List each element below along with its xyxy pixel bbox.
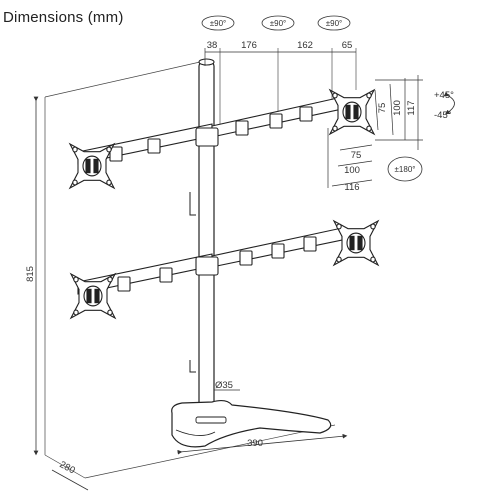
bottom-dim-2: 100 — [344, 165, 360, 176]
upper-arm-assembly — [77, 96, 343, 165]
height-dimension: 815 — [25, 96, 39, 456]
tilt-down-label: -45° — [434, 110, 452, 121]
rotation-label-1: ±90° — [210, 19, 227, 28]
base-width-label: 390 — [247, 438, 263, 449]
height-label: 815 — [25, 266, 36, 282]
top-dim-1: 38 — [207, 40, 218, 51]
top-dimensions: 38 176 162 65 — [204, 40, 357, 124]
tilt-indicator: +45° -45° — [434, 90, 455, 121]
pole-diameter-label: Ø35 — [215, 380, 233, 391]
base — [171, 399, 332, 448]
vesa-bottom-dimensions — [327, 128, 373, 188]
side-dim-1: 75 — [377, 103, 388, 114]
side-dim-3: 117 — [406, 100, 417, 115]
top-dim-2: 176 — [241, 40, 257, 51]
base-depth-label: 280 — [58, 459, 77, 476]
monitor-plate-upper-right — [329, 89, 375, 135]
pole-diameter-dimension: Ø35 — [214, 380, 240, 391]
tilt-up-label: +45° — [434, 90, 454, 101]
swivel-indicator: ±180° — [387, 156, 423, 182]
vesa-side-dimensions — [374, 75, 423, 150]
base-depth-dimension: 280 — [51, 459, 89, 491]
lower-arm-assembly — [77, 227, 343, 295]
bottom-dim-1: 75 — [351, 150, 362, 161]
side-dim-2: 100 — [392, 100, 403, 116]
base-width-dimension: 390 — [177, 433, 348, 455]
top-dim-3: 162 — [297, 40, 313, 51]
rotation-labels: ±90° ±90° ±90° — [201, 15, 351, 31]
diagram-title: Dimensions (mm) — [3, 9, 124, 26]
rotation-label-3: ±90° — [326, 19, 343, 28]
pole — [189, 58, 215, 408]
top-dim-4: 65 — [342, 40, 353, 51]
bottom-dim-3: 116 — [344, 182, 359, 193]
monitor-plate-lower-right — [333, 220, 379, 266]
rotation-label-2: ±90° — [270, 19, 287, 28]
swivel-label: ±180° — [395, 165, 416, 174]
